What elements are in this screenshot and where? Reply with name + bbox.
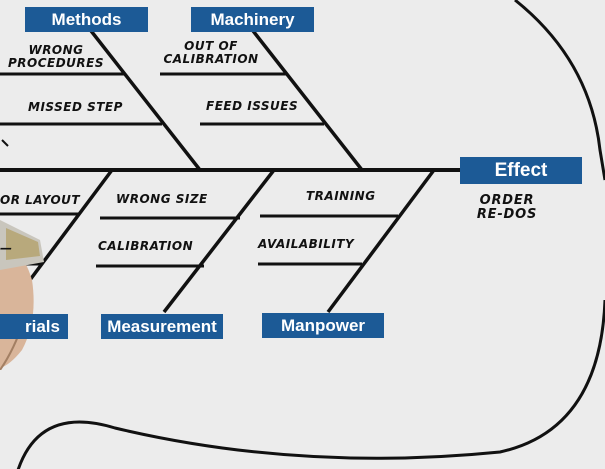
cause-machinery-2: FEED ISSUES [206, 99, 299, 113]
hand-with-marker-image [0, 220, 44, 370]
bone-methods [86, 25, 202, 172]
outline-oval-top [514, 0, 605, 181]
bone-machinery [248, 25, 364, 172]
cause-measurement-2: CALIBRATION [98, 239, 194, 253]
cause-manpower-2: AVAILABILITY [258, 237, 355, 251]
cause-measurement-1: WRONG SIZE [116, 192, 208, 206]
cause-machinery-1-line-2: CALIBRATION [163, 52, 259, 66]
effect-line-1: ORDER [479, 193, 535, 208]
cause-materials-2: — [0, 241, 13, 255]
cause-methods-2: MISSED STEP [28, 100, 123, 114]
category-measurement: Measurement [101, 314, 223, 339]
cause-manpower-1: TRAINING [306, 189, 376, 203]
stray-mark [1, 139, 9, 147]
cause-methods-1: WRONG PROCEDURES [4, 44, 108, 70]
bone-measurement [162, 168, 276, 314]
cause-materials-1: OR LAYOUT [0, 193, 81, 207]
outline-oval [16, 299, 605, 469]
effect-description: ORDER RE-DOS [468, 194, 546, 222]
effect-box: Effect [460, 157, 582, 184]
cause-machinery-1: OUT OF CALIBRATION [156, 40, 266, 66]
category-materials: rials [0, 314, 68, 339]
effect-line-2: RE-DOS [476, 207, 538, 222]
bone-manpower [326, 168, 436, 314]
cause-machinery-1-line-1: OUT OF [184, 39, 238, 53]
category-manpower: Manpower [262, 313, 384, 338]
category-machinery: Machinery [191, 7, 314, 32]
bone-materials [16, 168, 114, 298]
cause-methods-1-line-1: WRONG [28, 43, 84, 57]
cause-methods-1-line-2: PROCEDURES [7, 56, 105, 70]
category-methods: Methods [25, 7, 148, 32]
